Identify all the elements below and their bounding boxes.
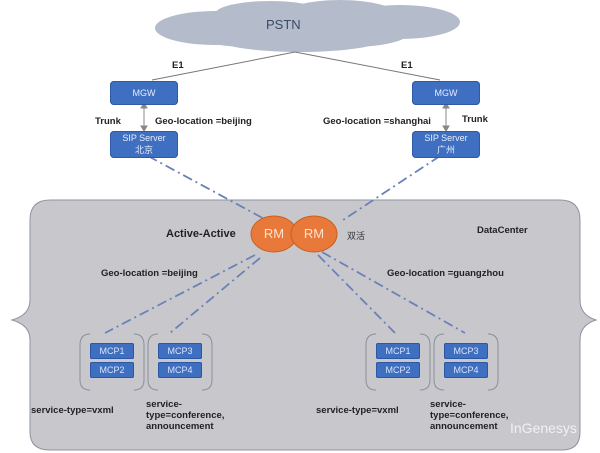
service-line: service- [430,399,466,410]
mcp-node: MCP2 [376,362,420,378]
active-active-cn-label: 双活 [347,231,366,241]
sip-server-right-city: 广州 [436,145,455,155]
pstn-cloud [155,0,460,52]
service-line: service- [146,399,182,410]
mcp-node: MCP3 [444,343,488,359]
mcp-node: MCP1 [376,343,420,359]
service-type-vxml-right: service-type=vxml [316,405,399,416]
active-active-label: Active-Active [166,228,236,240]
link-rm-right-group1 [317,254,396,334]
rm-node-right [290,215,338,253]
geo-label-beijing-dc: Geo-location =beijing [101,268,198,279]
geo-label-beijing-site: Geo-location =beijing [155,116,252,127]
mcp-group-bracket-l2 [147,333,213,391]
sip-server-right: SIP Server 广州 [412,131,480,158]
mcp-group-bracket-r2 [433,333,499,391]
service-line: type=conference, [430,410,509,421]
mgw-left: MGW [110,81,178,105]
mgw-right-label: MGW [434,88,458,98]
trunk-arrow-left [140,102,148,132]
sip-server-left: SIP Server 北京 [110,131,178,158]
rm-left-label: RM [263,226,285,241]
geo-label-shanghai-site: Geo-location =shanghai [323,116,431,127]
datacenter-area [10,199,598,451]
service-type-conference-left: service- type=conference, announcement [146,399,224,432]
mgw-left-label: MGW [132,88,156,98]
e1-label-right: E1 [401,60,413,71]
service-type-conference-right: service- type=conference, announcement [430,399,508,432]
mgw-right: MGW [412,81,480,105]
mcp-node: MCP2 [90,362,134,378]
link-rm-left-group1 [104,254,256,334]
trunk-label-right: Trunk [462,114,488,125]
rm-right-label: RM [303,226,325,241]
sip-server-left-city: 北京 [134,145,153,155]
pstn-label: PSTN [266,17,301,32]
service-type-vxml-left: service-type=vxml [31,405,114,416]
mcp-node: MCP1 [90,343,134,359]
mcp-node: MCP4 [158,362,202,378]
sip-server-left-title: SIP Server [122,133,166,143]
link-sip-left-rm [147,155,271,223]
trunk-arrow-right [442,102,450,132]
mcp-group-bracket-l1 [79,333,145,391]
e1-label-left: E1 [172,60,184,71]
mcp-group-bracket-r1 [365,333,431,391]
trunk-label-left: Trunk [95,116,121,127]
mcp-node: MCP3 [158,343,202,359]
watermark: InGenesys [510,420,577,436]
mcp-node: MCP4 [444,362,488,378]
e1-line-right [294,51,441,81]
sip-server-right-title: SIP Server [424,133,468,143]
e1-line-left [151,51,296,81]
geo-label-guangzhou-dc: Geo-location =guangzhou [387,268,504,279]
service-line: announcement [430,421,498,432]
link-rm-right-group2 [321,251,466,334]
service-line: announcement [146,421,214,432]
datacenter-label: DataCenter [477,225,528,236]
service-line: type=conference, [146,410,225,421]
